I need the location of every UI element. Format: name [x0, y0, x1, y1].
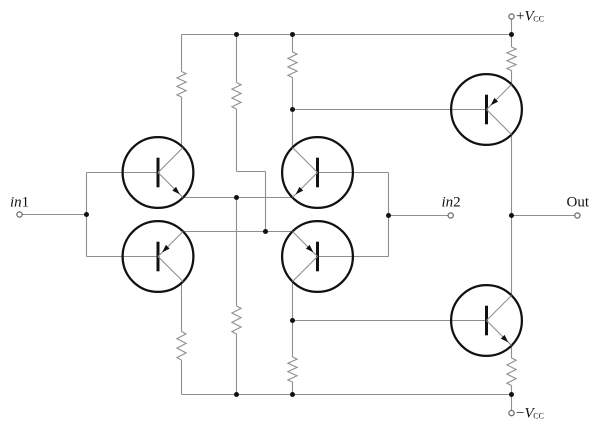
- svg-text:in1: in1: [10, 195, 29, 211]
- svg-text:−VCC: −VCC: [516, 405, 544, 421]
- svg-text:Out: Out: [567, 195, 590, 211]
- svg-text:in2: in2: [442, 195, 461, 211]
- svg-text:+VCC: +VCC: [516, 9, 544, 25]
